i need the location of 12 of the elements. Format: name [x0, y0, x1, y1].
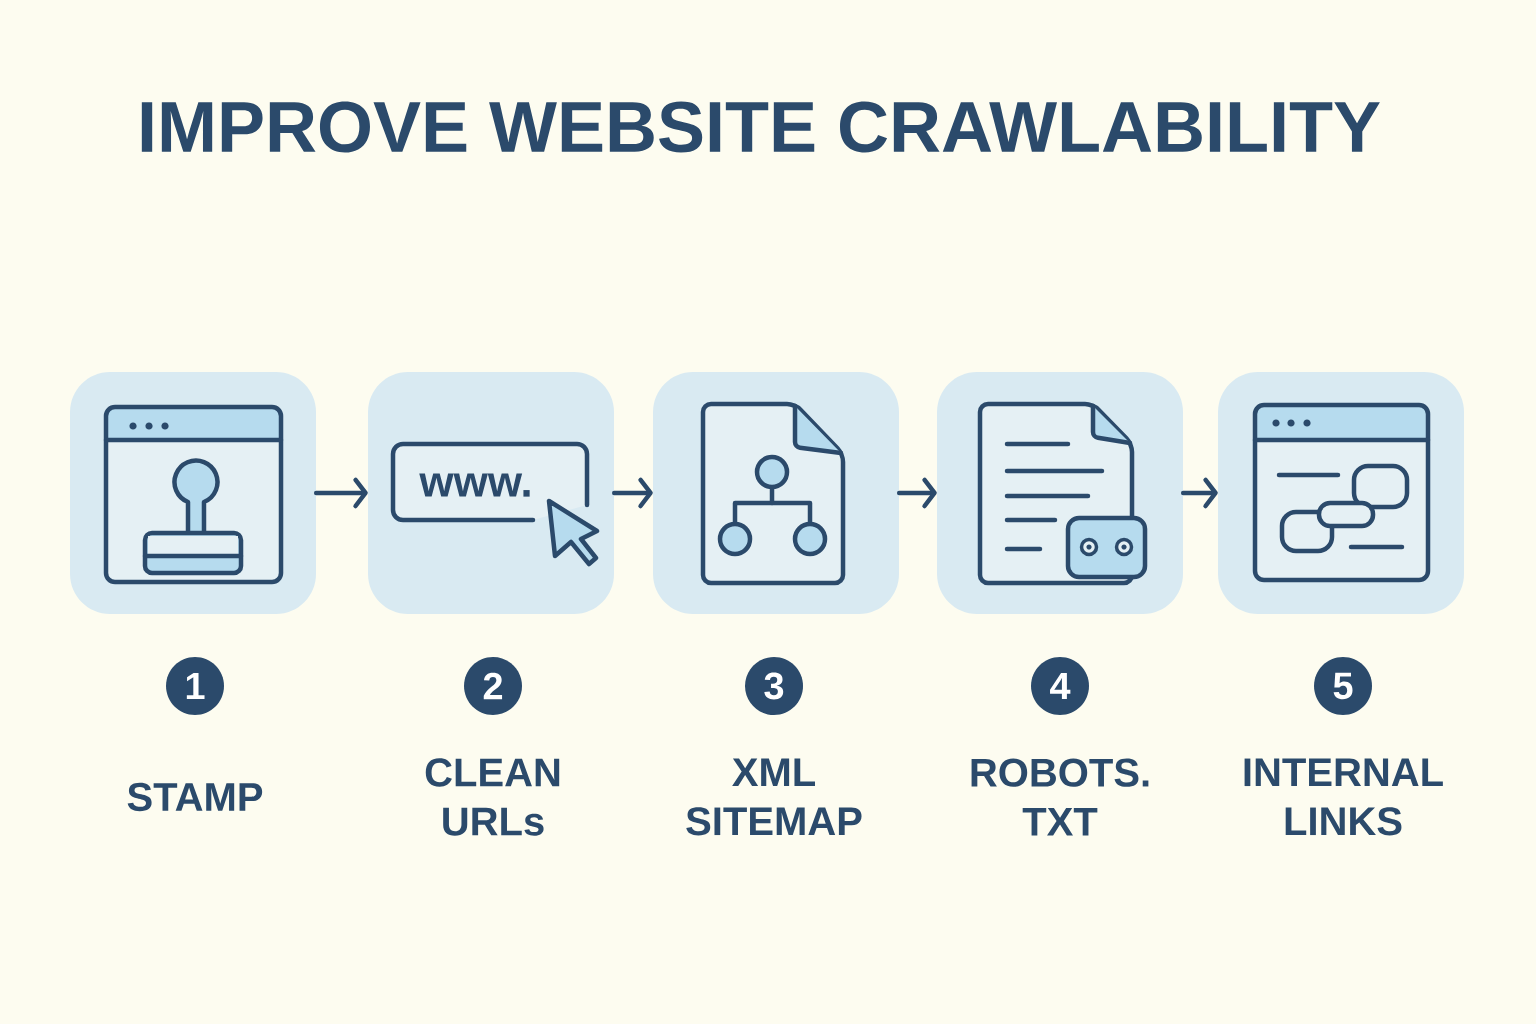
step-label: XML SITEMAP [686, 758, 862, 836]
step-label: STAMP [127, 782, 263, 812]
step-number: 1 [166, 657, 224, 715]
step-label: ROBOTS. TXT [971, 758, 1149, 836]
step-number: 3 [745, 657, 803, 715]
step-number: 4 [1031, 657, 1089, 715]
step-label: CLEAN URLs [425, 758, 560, 836]
title: IMPROVE WEBSITE CRAWLABILITY [141, 101, 1380, 153]
step-number: 5 [1314, 657, 1372, 715]
step-label: INTERNAL LINKS [1244, 758, 1443, 836]
step-number: 2 [464, 657, 522, 715]
address-text: www. [419, 473, 530, 497]
